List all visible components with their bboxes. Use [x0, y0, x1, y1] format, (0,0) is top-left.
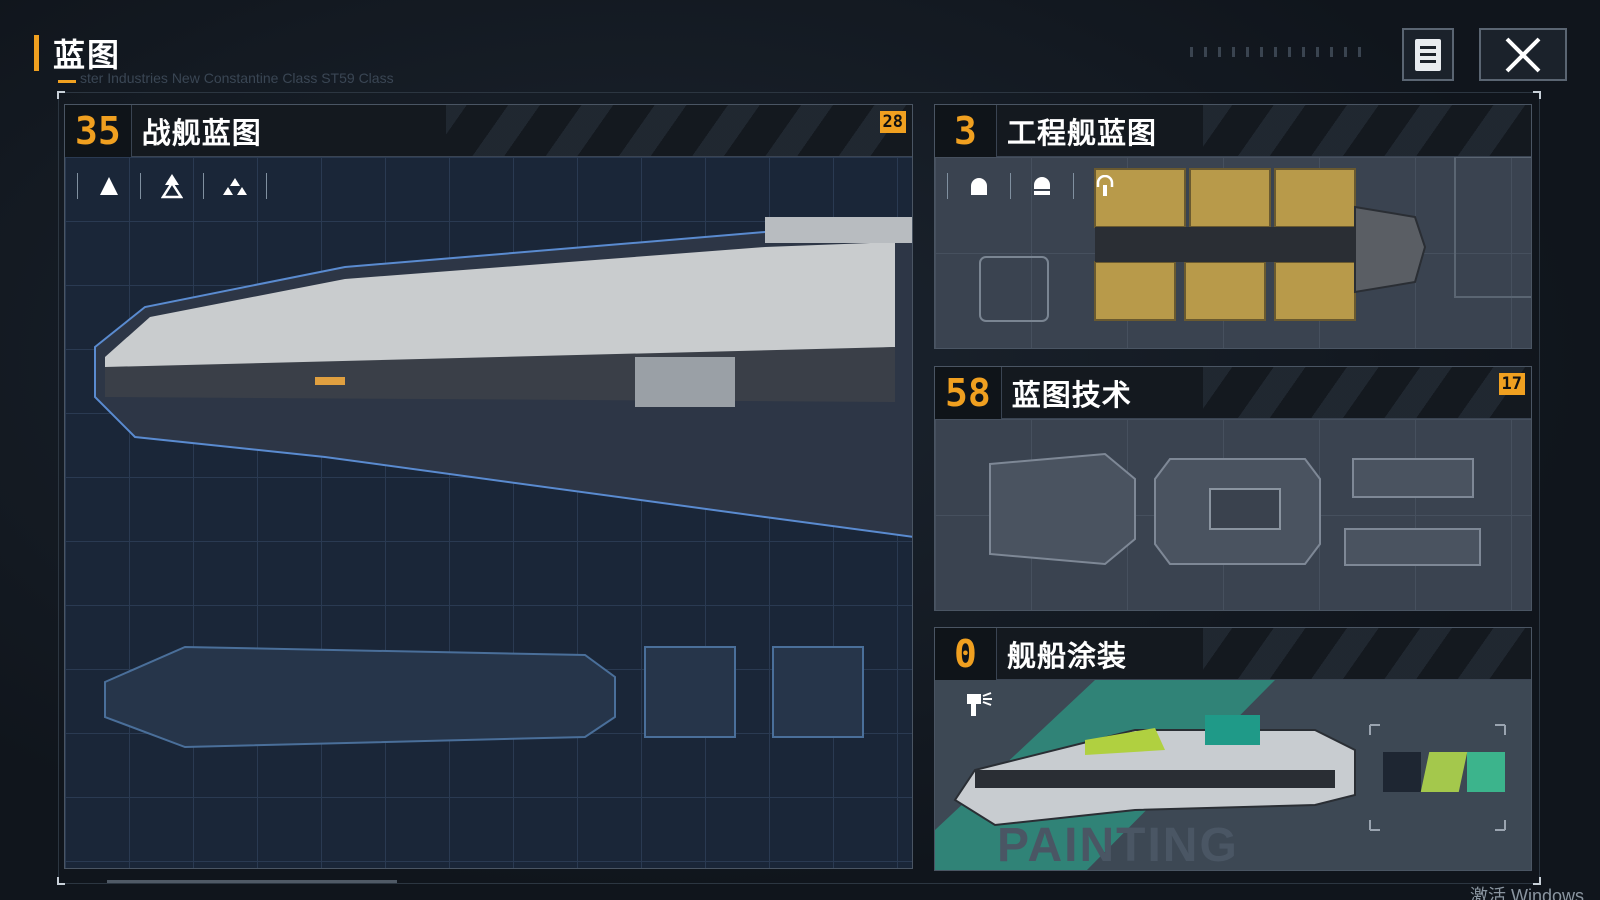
engineering-blueprint-panel[interactable]: 3 工程舰蓝图 — [934, 104, 1532, 349]
faint-subtitle: ster Industries New Constantine Class ST… — [80, 70, 394, 86]
battleship-badge: 28 — [879, 111, 906, 133]
tech-badge: 17 — [1498, 373, 1525, 395]
miner-filter-icon[interactable] — [948, 171, 1010, 201]
page-title: 蓝图 — [53, 36, 122, 74]
frame-corner — [1533, 91, 1541, 99]
paint-swatches — [1383, 752, 1505, 792]
tech-modules — [989, 452, 1481, 566]
paint-swatch-dark[interactable] — [1383, 752, 1421, 792]
title-bar: 蓝图 — [34, 32, 121, 74]
separator — [266, 173, 267, 199]
log-button[interactable] — [1402, 28, 1454, 81]
frame-corner — [1533, 877, 1541, 885]
separator — [947, 173, 948, 199]
frigate-filter-icon[interactable] — [78, 171, 140, 201]
painting-art — [935, 680, 1506, 870]
separator — [203, 173, 204, 199]
ship-class-filters — [77, 171, 267, 201]
engineering-filters — [947, 171, 1136, 201]
panel-header: 0 舰船涂装 — [935, 628, 1531, 680]
horizontal-scrollbar[interactable] — [107, 880, 397, 883]
carrier-filter-icon[interactable] — [204, 171, 266, 201]
close-button[interactable] — [1479, 28, 1567, 81]
blueprint-tech-panel[interactable]: 58 蓝图技术 17 — [934, 366, 1532, 611]
document-icon — [1415, 38, 1441, 71]
windows-activation-text: 激活 Windows — [1470, 886, 1585, 900]
separator — [1010, 173, 1011, 199]
repair-filter-icon[interactable] — [1074, 171, 1136, 201]
title-accent — [34, 35, 39, 71]
panel-header: 3 工程舰蓝图 — [935, 105, 1531, 157]
separator — [77, 173, 78, 199]
panel-header: 58 蓝图技术 17 — [935, 367, 1531, 419]
battleship-count: 35 — [65, 105, 132, 157]
title-underline — [58, 80, 76, 83]
painting-preview: PAINTING — [935, 680, 1531, 870]
battleship-blueprint-panel[interactable]: 35 战舰蓝图 28 — [64, 104, 913, 869]
painting-count: 0 — [935, 628, 997, 680]
spray-gun-icon — [967, 692, 992, 716]
battleship-preview — [65, 157, 912, 868]
paint-swatch-teal[interactable] — [1467, 752, 1505, 792]
engineering-preview — [935, 157, 1531, 348]
separator — [140, 173, 141, 199]
decorative-ticks — [1190, 47, 1370, 57]
transport-filter-icon[interactable] — [1011, 171, 1073, 201]
battleship-title: 战舰蓝图 — [141, 115, 262, 150]
engineering-title: 工程舰蓝图 — [1007, 115, 1158, 150]
close-icon — [1505, 37, 1541, 72]
painting-watermark: PAINTING — [997, 819, 1239, 871]
engineering-ship-model — [979, 157, 1531, 322]
battleship-model — [94, 217, 912, 749]
engineering-count: 3 — [935, 105, 997, 157]
ship-painting-panel[interactable]: 0 舰船涂装 PAINTING — [934, 627, 1532, 871]
frame-corner — [57, 91, 65, 99]
separator — [1073, 173, 1074, 199]
tech-title: 蓝图技术 — [1011, 377, 1132, 412]
cruiser-filter-icon[interactable] — [141, 171, 203, 201]
painting-title: 舰船涂装 — [1007, 638, 1128, 673]
frame-corner — [57, 877, 65, 885]
tech-preview — [935, 419, 1531, 610]
tech-count: 58 — [935, 367, 1002, 419]
content-frame — [57, 91, 1541, 885]
panel-header: 35 战舰蓝图 28 — [65, 105, 912, 157]
paint-swatch-lime[interactable] — [1420, 752, 1468, 792]
